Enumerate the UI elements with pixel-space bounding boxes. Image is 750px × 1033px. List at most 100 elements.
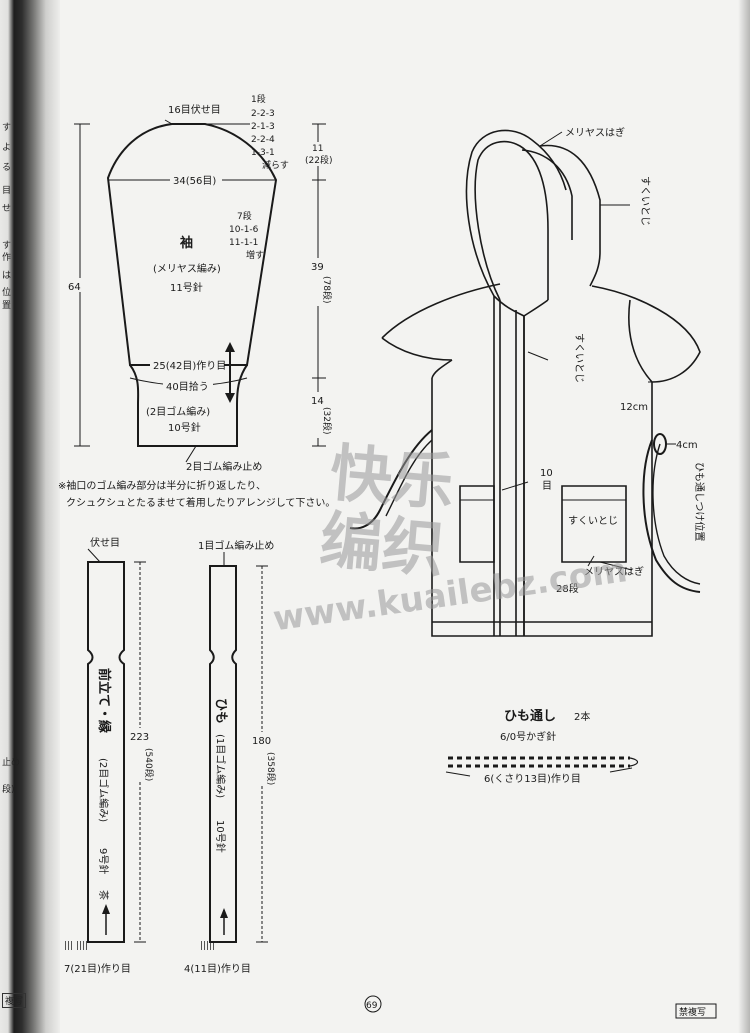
sleeve-cuff-stitch: (2目ゴム編み) [146, 405, 210, 418]
edge-char: 作 [2, 253, 12, 263]
cord-cast-on: 4(11目)作り目 [184, 963, 251, 975]
front-band-rows: (540段) [143, 748, 155, 781]
vest-right-shoulder [591, 285, 701, 383]
sleeve-stitch: (メリヤス編み) [153, 262, 221, 275]
sleeve-increase-line: 7段 [237, 210, 252, 222]
drawcord-right-2 [652, 443, 701, 585]
vest-kitchener-label: メリヤスはぎ [565, 126, 625, 139]
book-spine [0, 0, 60, 1033]
footer-left-mark: 複写 [2, 993, 27, 1008]
sleeve-decrease-line: 減らす [262, 159, 289, 171]
edge-char: は [2, 271, 12, 281]
sleeve-cuff-bindoff: 2目ゴム編み止め [186, 460, 262, 473]
sleeve-cap-rows: (22段) [305, 154, 332, 166]
page-number-circle [364, 995, 382, 1013]
sleeve-pickup: 40目拾う [166, 380, 209, 393]
front-band-needle: 9号針 [97, 848, 110, 874]
vest-28-label: 28段 [556, 582, 579, 595]
cord-diagram [209, 565, 237, 943]
front-band-color: 茶 [97, 890, 110, 900]
edge-text-bottom: 止め [2, 758, 21, 768]
cord-needle: 10号針 [214, 820, 227, 853]
stitch-marks: ||| |||| [64, 941, 88, 951]
sleeve-decrease-line: 2-1-3 [251, 122, 275, 132]
sleeve-increase-line: 11-1-1 [229, 238, 258, 248]
vest-4cm-label: 4cm [676, 440, 698, 451]
arrow-up-icon [225, 342, 235, 352]
cord-length: 180 [252, 736, 271, 747]
sleeve-cuff-height: 14 [311, 396, 324, 407]
arrow-up-icon [220, 908, 228, 918]
edge-char: す [2, 241, 12, 251]
sleeve-total-height: 64 [68, 282, 81, 293]
cord-stitch: (1目ゴム編み) [214, 734, 227, 798]
sleeve-decrease-line: 2-2-4 [251, 135, 275, 145]
right-pocket [561, 485, 627, 563]
left-pocket [459, 485, 495, 563]
cord-vertical-text: ひも (1目ゴム編み) 10号針 [213, 698, 228, 853]
front-band-length: 223 [130, 732, 149, 743]
edge-char: る [2, 163, 12, 173]
hood-inner [474, 140, 549, 301]
edge-char: 位 [2, 288, 12, 298]
sleeve-needle: 11号針 [170, 281, 203, 294]
loop-count: 2本 [574, 710, 590, 723]
edge-char: 置 [2, 301, 12, 311]
front-band-title: 前立て・縁 [96, 668, 112, 733]
note-line: ※袖口のゴム編み部分は半分に折り返したり、 [58, 479, 266, 492]
sleeve-increase-line: 10-1-6 [229, 225, 259, 235]
sleeve-decrease-line: 2-2-3 [251, 109, 275, 119]
cord-rows: (358段) [265, 752, 277, 785]
loop-needle: 6/0号かぎ針 [500, 730, 556, 743]
front-band-vertical-text: 前立て・縁 (2目ゴム編み) 9号針 茶 [96, 668, 112, 900]
arrow-up-icon [102, 904, 110, 914]
cord-bindoff: 1目ゴム編み止め [198, 539, 274, 552]
hood-seam [521, 149, 573, 240]
vest-10-label-2: 目 [542, 481, 552, 492]
page-number: 69 [366, 1001, 378, 1011]
sleeve-cuff-rows: (32段) [321, 407, 333, 434]
loop-chain-label: 6(くさり13目)作り目 [484, 773, 581, 785]
drawcord-left-2 [385, 439, 433, 517]
vest-diagram [349, 129, 701, 637]
arrow-down-icon [225, 393, 235, 403]
loop-title: ひも通し [504, 708, 556, 724]
sleeve-cast-on: 25(42目)作り目 [153, 360, 226, 372]
front-placket [493, 296, 525, 636]
vest-body-outline [431, 378, 653, 637]
sleeve-title: 袖 [180, 235, 193, 251]
edge-char: 目 [2, 186, 12, 196]
sleeve-cuff-outline [129, 364, 248, 447]
sleeve-body-rows: (78段) [321, 276, 333, 303]
page-edge-shadow [738, 0, 750, 1033]
placket-neck [493, 295, 525, 317]
vest-slip-label-1: すくいとじ [639, 176, 651, 226]
watermark-line-1: 快乐 [327, 436, 457, 520]
vest-leader-lines [501, 131, 676, 571]
footer-mark-box [675, 1003, 717, 1019]
sleeve-decrease-line: 1段 [251, 93, 266, 105]
edge-char: す [2, 123, 12, 133]
drawcord-right [642, 439, 701, 593]
front-band-bindoff: 伏せ目 [90, 536, 120, 549]
vest-pocket-slip-label: すくいとじ [568, 515, 618, 527]
crochet-chain-diagram [445, 756, 639, 777]
sleeve-cap-height: 11 [312, 144, 323, 154]
vest-10-label: 10 [540, 468, 553, 479]
hood-outer [465, 129, 601, 297]
sleeve-bindoff-label: 16目伏せ目 [168, 103, 221, 116]
sleeve-increase-line: 増す [246, 249, 264, 261]
front-band-diagram [87, 561, 125, 943]
drawcord-left [349, 429, 433, 530]
edge-text-bottom: 段) [2, 785, 15, 795]
vest-12cm-label: 12cm [620, 402, 648, 413]
stitch-marks: ||||| [200, 941, 215, 951]
front-band-cast-on: 7(21目)作り目 [64, 963, 131, 975]
vest-pocket-kitchener-label: メリヤスはぎ [584, 565, 644, 578]
vest-cord-position-label: ひも通しつけ位置 [693, 462, 706, 541]
footer-right-mark: 禁複写 [679, 1006, 706, 1018]
sleeve-decrease-line: 1-3-1 [251, 148, 275, 158]
front-band-stitch: (2目ゴム編み) [97, 758, 110, 822]
